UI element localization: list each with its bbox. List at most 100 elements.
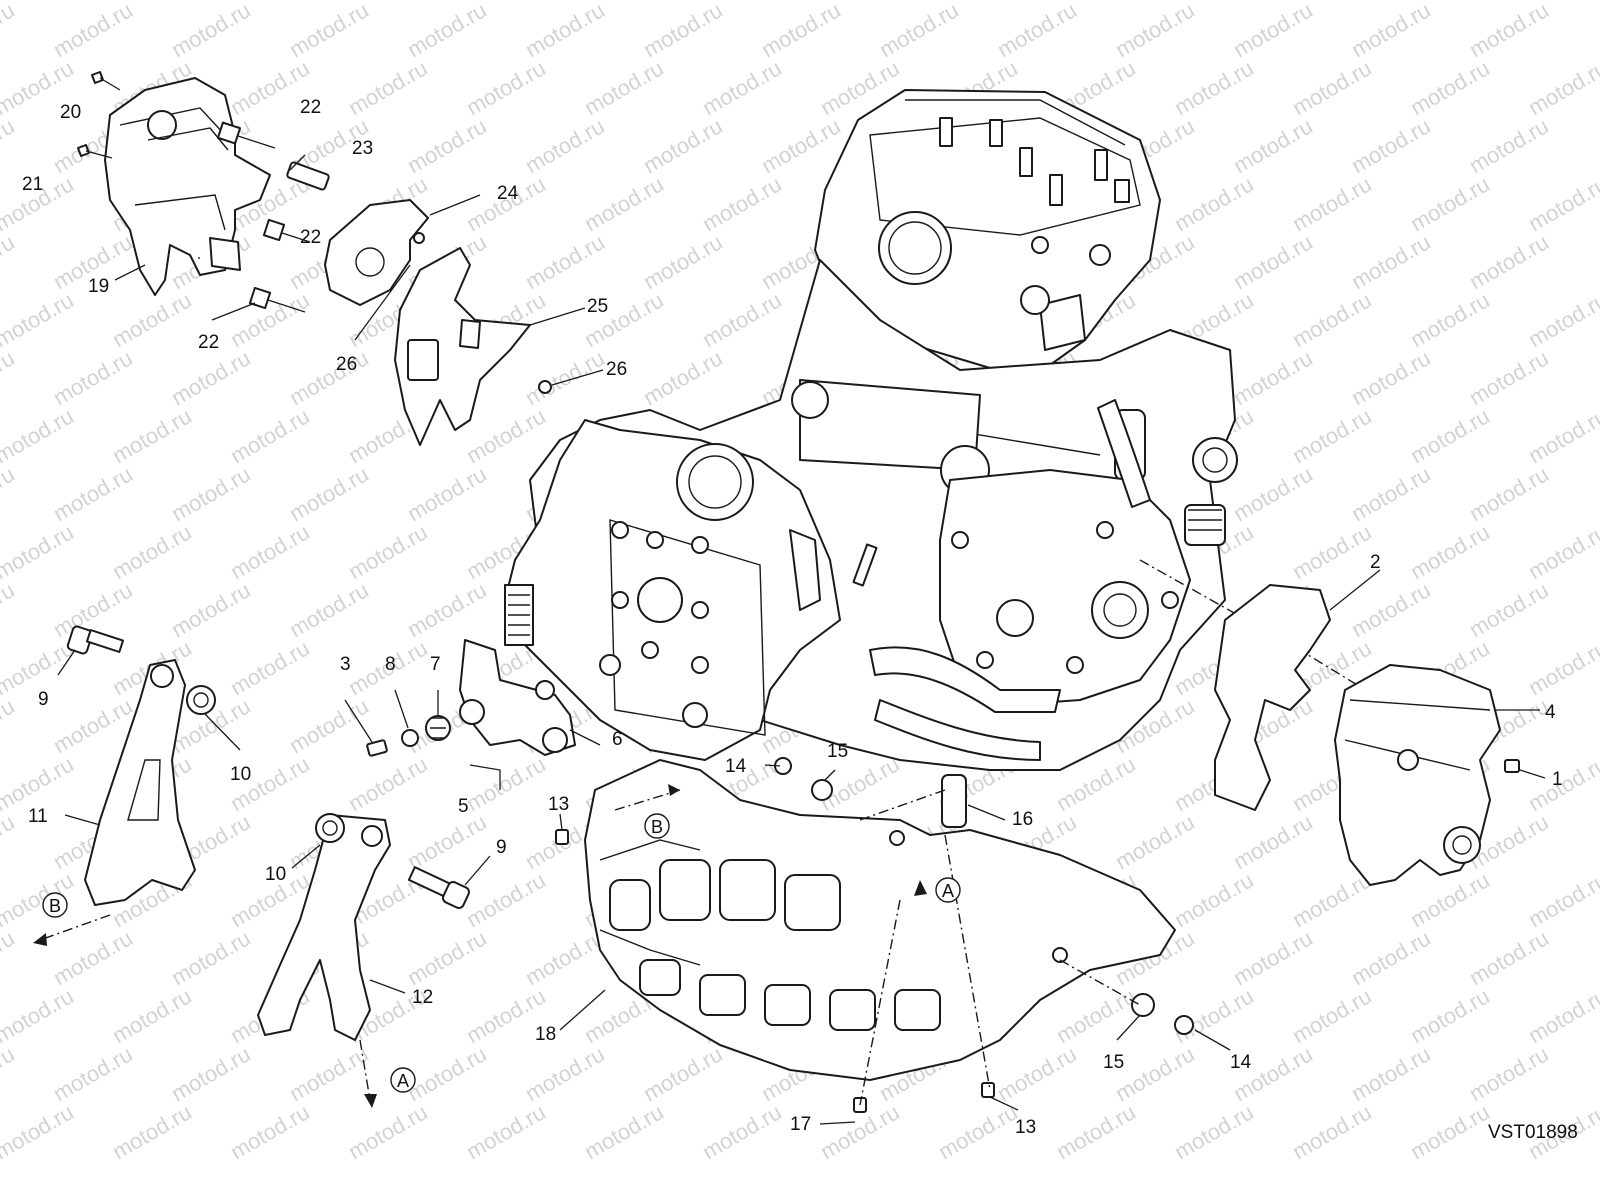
watermark-text: motod.ru (1524, 171, 1600, 236)
watermark-text: motod.ru (521, 0, 609, 62)
watermark-text: motod.ru (639, 0, 727, 62)
watermark-text: motod.ru (1347, 113, 1435, 178)
callout-15-lower: 15 (1103, 1052, 1124, 1073)
lower-bracket-group (66, 625, 576, 1041)
watermark-text: motod.ru (521, 1041, 609, 1106)
callout-10-upper: 10 (230, 764, 251, 785)
watermark-text: motod.ru (757, 0, 845, 62)
watermark-text: motod.ru (1288, 1099, 1376, 1164)
watermark-text: motod.ru (167, 577, 255, 642)
watermark-text: motod.ru (580, 55, 668, 120)
watermark-text: motod.ru (1347, 461, 1435, 526)
watermark-text: motod.ru (0, 461, 19, 526)
watermark-text: motod.ru (1288, 983, 1376, 1048)
callout-22-top: 22 (300, 97, 321, 118)
callout-leaders (57, 154, 1546, 1125)
watermark-text: motod.ru (993, 1041, 1081, 1106)
watermark-text: motod.ru (1288, 519, 1376, 584)
watermark-text: motod.ru (1406, 983, 1494, 1048)
watermark-text: motod.ru (0, 519, 78, 584)
callout-14-upper: 14 (725, 756, 747, 777)
watermark-text: motod.ru (1111, 0, 1199, 62)
watermark-text: motod.ru (49, 0, 137, 62)
watermark-text: motod.ru (1406, 55, 1494, 120)
watermark-text: motod.ru (285, 461, 373, 526)
watermark-text: motod.ru (0, 403, 78, 468)
reference-markers: A A B B (42, 813, 961, 1093)
watermark-text: motod.ru (285, 693, 373, 758)
callout-24: 24 (497, 183, 519, 204)
watermark-text: motod.ru (521, 345, 609, 410)
watermark-text: motod.ru (462, 751, 550, 816)
watermark-text: motod.ru (1229, 0, 1317, 62)
watermark-text: motod.ru (226, 287, 314, 352)
watermark-text: motod.ru (1347, 577, 1435, 642)
watermark-text: motod.ru (580, 1099, 668, 1164)
watermark-text: motod.ru (167, 0, 255, 62)
watermark-text: motod.ru (285, 577, 373, 642)
callout-25: 25 (587, 296, 608, 317)
watermark-text: motod.ru (1465, 461, 1553, 526)
watermark-text: motod.ru (1170, 867, 1258, 932)
watermark-text: motod.ru (0, 0, 19, 62)
callout-8: 8 (385, 654, 396, 675)
reference-arrows (33, 784, 927, 1108)
ref-marker-b-bracket: B (49, 896, 61, 916)
watermark-text: motod.ru (108, 403, 196, 468)
watermark-text: motod.ru (1288, 171, 1376, 236)
watermark-text: motod.ru (49, 345, 137, 410)
callout-2: 2 (1370, 552, 1381, 573)
callout-5: 5 (458, 796, 469, 817)
watermark-text: motod.ru (167, 1041, 255, 1106)
watermark-text: motod.ru (639, 1041, 727, 1106)
watermark-text: motod.ru (521, 113, 609, 178)
callout-19: 19 (88, 276, 109, 297)
callout-1: 1 (1552, 769, 1563, 790)
callout-26-right: 26 (606, 359, 627, 380)
ref-marker-b-skid: B (651, 817, 663, 837)
watermark-text: motod.ru (1524, 55, 1600, 120)
watermark-text: motod.ru (1170, 1099, 1258, 1164)
callout-14-lower: 14 (1230, 1052, 1252, 1073)
watermark-text: motod.ru (1229, 925, 1317, 990)
callout-7: 7 (430, 654, 441, 675)
watermark-text: motod.ru (462, 1099, 550, 1164)
watermark-text: motod.ru (49, 1041, 137, 1106)
watermark-text: motod.ru (639, 113, 727, 178)
watermark-text: motod.ru (1347, 925, 1435, 990)
watermark-text: motod.ru (1347, 0, 1435, 62)
watermark-text: motod.ru (1406, 519, 1494, 584)
callout-3: 3 (340, 654, 351, 675)
watermark-text: motod.ru (344, 1099, 432, 1164)
watermark-text: motod.ru (49, 925, 137, 990)
watermark-text: motod.ru (167, 925, 255, 990)
watermark-text: motod.ru (0, 0, 78, 4)
watermark-text: motod.ru (462, 55, 550, 120)
watermark-text: motod.ru (226, 1099, 314, 1164)
callout-9-upper: 9 (38, 689, 49, 710)
watermark-text: motod.ru (1524, 867, 1600, 932)
watermark-text: motod.ru (344, 751, 432, 816)
watermark-text: motod.ru (1465, 1041, 1553, 1106)
watermark-text: motod.ru (698, 1099, 786, 1164)
watermark-text: motod.ru (1170, 171, 1258, 236)
watermark-text: motod.ru (757, 113, 845, 178)
callout-26-left: 26 (336, 354, 357, 375)
watermark-text: motod.ru (108, 983, 196, 1048)
watermark-text: motod.ru (639, 229, 727, 294)
watermark-text: motod.ru (1347, 229, 1435, 294)
watermark-text: motod.ru (1288, 287, 1376, 352)
watermark-text: motod.ru (1465, 113, 1553, 178)
watermark-text: motod.ru (1465, 229, 1553, 294)
watermark-text: motod.ru (285, 0, 373, 62)
watermark-text: motod.ru (580, 171, 668, 236)
watermark-text: motod.ru (108, 519, 196, 584)
side-cover-group (1214, 584, 1520, 886)
watermark-text: motod.ru (0, 693, 19, 758)
watermark-text: motod.ru (1111, 1041, 1199, 1106)
watermark-text: motod.ru (1052, 983, 1140, 1048)
watermark-text: motod.ru (1406, 1099, 1494, 1164)
diagram-code: VST01898 (1488, 1122, 1578, 1143)
watermark-text: motod.ru (0, 229, 19, 294)
watermark-text: motod.ru (521, 229, 609, 294)
